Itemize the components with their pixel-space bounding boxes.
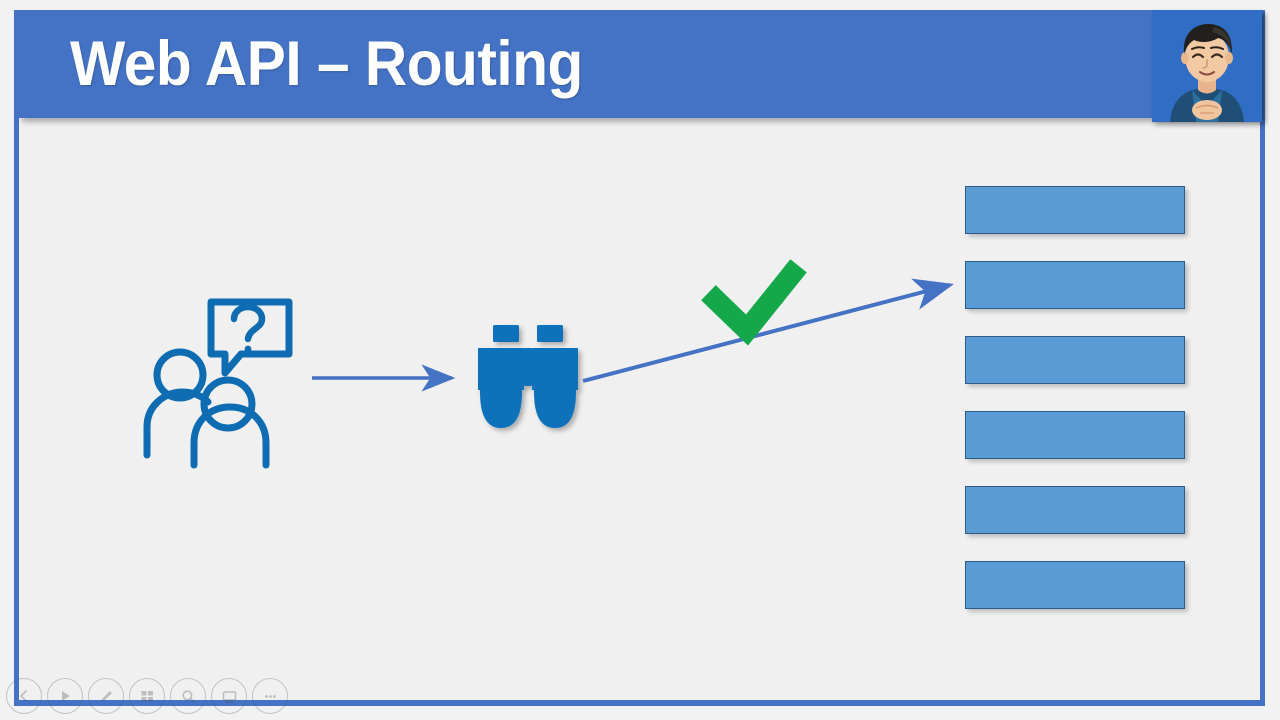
pen-button[interactable] [88, 678, 124, 714]
ellipsis-icon [264, 694, 276, 698]
previous-button[interactable] [6, 678, 42, 714]
presenter-avatar [1152, 10, 1262, 122]
route-box[interactable] [965, 486, 1185, 534]
title-banner: Web API – Routing [18, 10, 1261, 118]
menu-button[interactable] [129, 678, 165, 714]
grid-icon [141, 690, 153, 701]
page-title: Web API – Routing [70, 28, 583, 99]
route-box[interactable] [965, 411, 1185, 459]
screen-icon [222, 690, 236, 703]
route-box[interactable] [965, 561, 1185, 609]
route-box[interactable] [965, 261, 1185, 309]
more-button[interactable] [252, 678, 288, 714]
magnifier-icon [181, 689, 195, 703]
route-box[interactable] [965, 336, 1185, 384]
route-box[interactable] [965, 186, 1185, 234]
route-list [965, 186, 1187, 609]
chevron-left-icon [20, 690, 27, 702]
pen-icon [100, 690, 112, 702]
play-button[interactable] [47, 678, 83, 714]
zoom-button[interactable] [170, 678, 206, 714]
play-icon [62, 691, 70, 701]
player-toolbar[interactable] [6, 678, 288, 714]
present-button[interactable] [211, 678, 247, 714]
